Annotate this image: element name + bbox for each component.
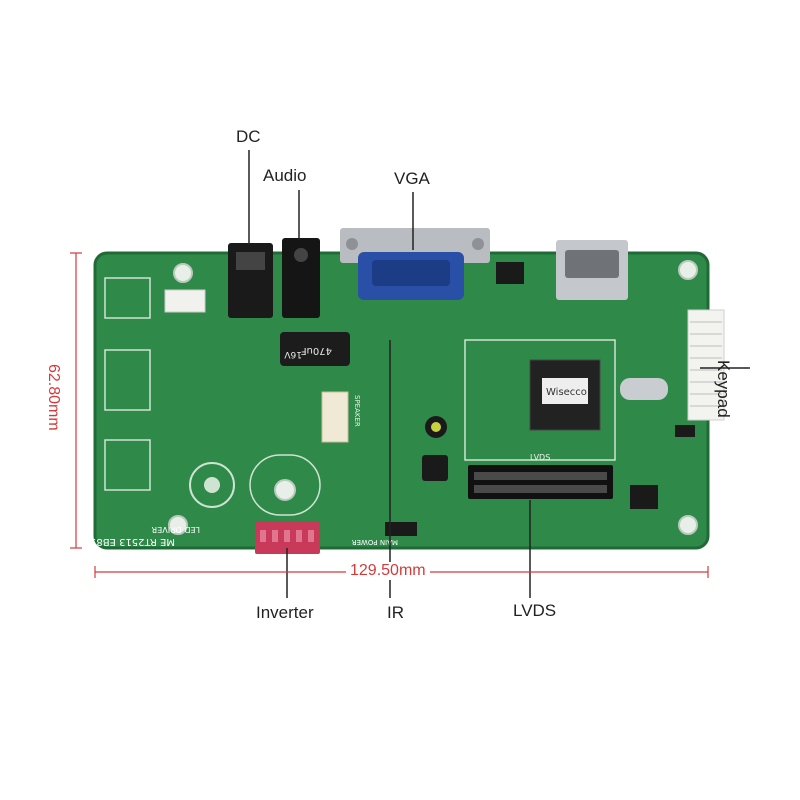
audio-label: Audio — [263, 166, 307, 185]
chip-brand-text: Wisecco — [546, 387, 587, 398]
speaker-label: SPEAKER — [353, 395, 361, 427]
lvds-label: LVDS — [513, 601, 557, 620]
lvds-board-label: LVDS — [530, 453, 550, 462]
white-connector-small — [164, 289, 206, 313]
capacitor-value-text: 470uF — [301, 345, 332, 356]
speaker-connector — [321, 391, 349, 443]
height-dimension-label: 62.80mm — [44, 360, 62, 435]
mounting-holes — [168, 260, 698, 535]
keypad-label: Keypad — [714, 360, 733, 418]
vga-label: VGA — [394, 169, 430, 188]
inductor — [422, 455, 448, 481]
ir-header — [385, 522, 417, 536]
silkscreen-marks — [104, 277, 616, 516]
crystal — [620, 378, 668, 400]
main-power-label: MAIN POWER — [352, 538, 398, 546]
inverter-label: Inverter — [256, 603, 314, 622]
dc-label: DC — [236, 127, 261, 146]
electrolytic-capacitor — [280, 332, 350, 366]
led-driver-label: LED DRIVER — [151, 525, 200, 534]
width-dimension-label: 129.50mm — [346, 562, 430, 580]
ir-label: IR — [387, 603, 404, 622]
audio-jack — [282, 238, 320, 318]
leader-lines — [248, 150, 750, 598]
capacitor-voltage-text: 16V — [284, 349, 302, 359]
keypad-connector — [687, 309, 725, 421]
lvds-connector — [468, 465, 613, 499]
model-label: ME RT2513 EB818 — [84, 536, 175, 547]
height-dimension — [70, 252, 82, 549]
